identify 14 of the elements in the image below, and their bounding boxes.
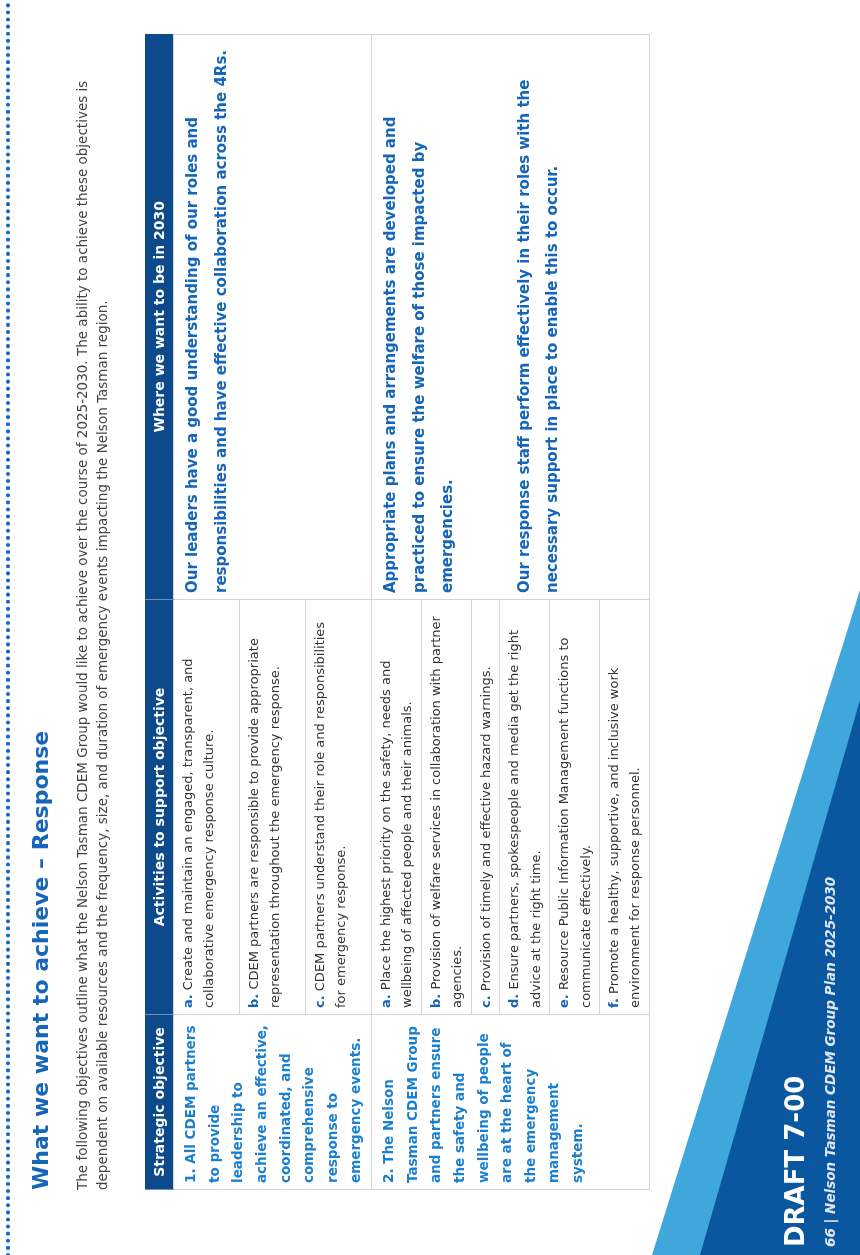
outcome-text: Appropriate plans and arrangements are developed and practiced to ensure the welfare of those impacted by emergencies. bbox=[380, 115, 457, 593]
draft-label: DRAFT 7-00 bbox=[780, 1075, 810, 1247]
intro-paragraph: The following objectives outline what the Nelson Tasman CDEM Group would like to achieve over the course of 2025-2030. The ability to achieve these objectives is dependent on available resources and the frequency, size, and duration of emergency events impacting the Nelson Tasman region. bbox=[73, 79, 112, 1190]
objective-text: 1. All CDEM partners to provide leadership to achieve an effective, coordinated, and comprehensive response to emergency events. bbox=[173, 1014, 372, 1190]
activity-text: a. Place the highest priority on the safety, needs and wellbeing of affected people and their animals. bbox=[371, 599, 422, 1015]
outcome-text: Our leaders have a good understanding of our roles and responsibilities and have effective collaboration across the 4Rs. bbox=[173, 34, 372, 600]
column-header: Where we want to be in 2030 bbox=[145, 34, 174, 600]
page-title: What we want to achieve – Response bbox=[28, 730, 53, 1190]
column-header: Activities to support objective bbox=[145, 599, 174, 1015]
objective-text: 2. The Nelson Tasman CDEM Group and partners ensure the safety and wellbeing of people are at the heart of the emergency management system. bbox=[371, 1014, 650, 1190]
page-footer: 66 | Nelson Tasman CDEM Group Plan 2025-2030 bbox=[822, 876, 838, 1247]
activity-text: a. Create and maintain an engaged, transparent, and collaborative emergency response culture. bbox=[173, 599, 240, 1015]
column-header: Strategic objective bbox=[145, 1014, 174, 1190]
outcome-text: Our response staff perform effectively in their roles with the necessary support in place to enable this to occur. bbox=[513, 78, 562, 593]
